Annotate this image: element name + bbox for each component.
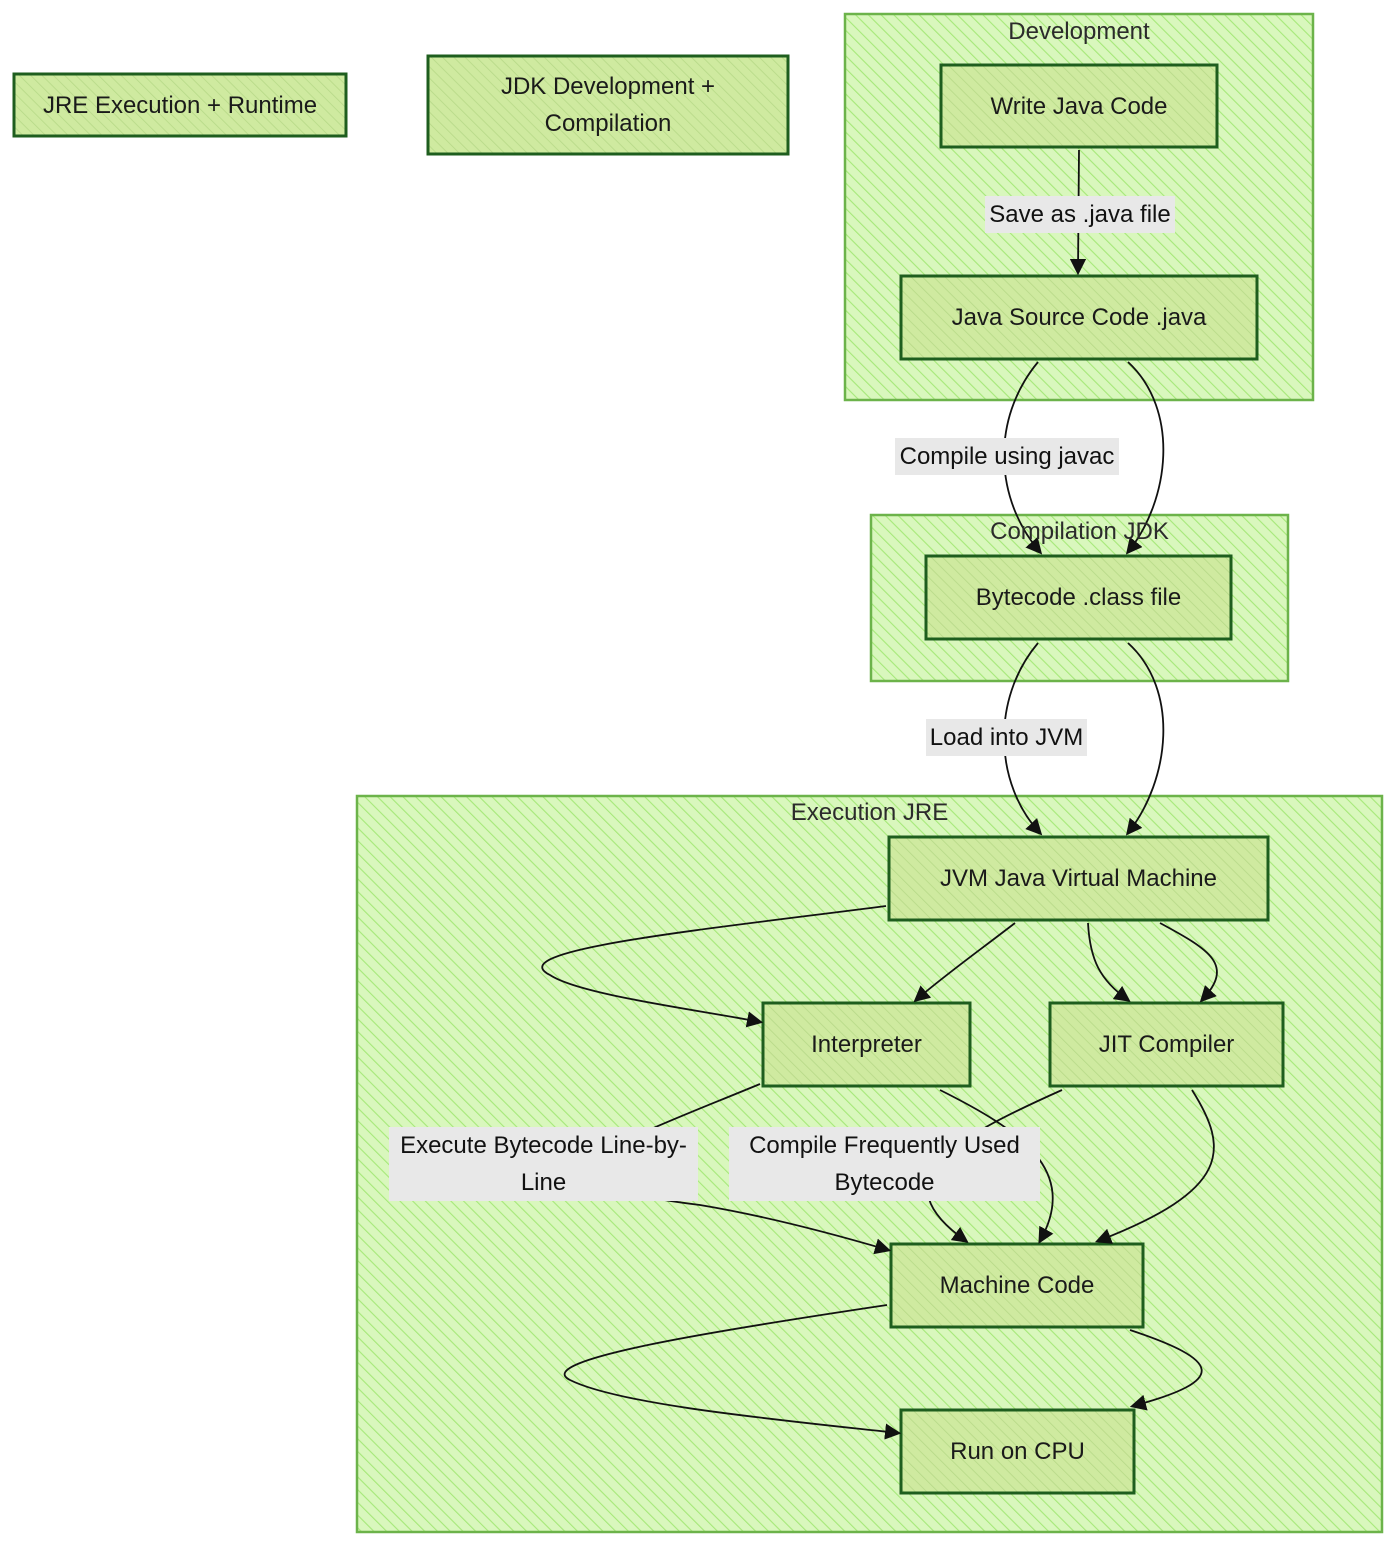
legend-jre: JRE Execution + Runtime <box>42 91 318 119</box>
node-jvm: JVM Java Virtual Machine <box>939 865 1217 892</box>
node-interpreter-box <box>761 1001 972 1088</box>
node-interpreter: Interpreter <box>811 1031 922 1058</box>
cluster-title-development: Development <box>1008 18 1150 45</box>
node-write-code-box <box>939 63 1219 149</box>
node-machine-code: Machine Code <box>939 1272 1095 1299</box>
node-source-code: Java Source Code .java <box>951 304 1207 331</box>
node-source-code-box <box>899 274 1259 361</box>
edge-label-compile: Compile using javac <box>895 438 1119 475</box>
edge-jvm-to-interpreter <box>913 922 1016 1003</box>
node-jit-compiler: JIT Compiler <box>1098 1031 1235 1058</box>
edge-jit-to-machine-2 <box>1094 1089 1215 1244</box>
node-cpu-box <box>899 1408 1136 1495</box>
node-bytecode-box <box>924 554 1233 641</box>
edge-machine-to-cpu <box>1129 1329 1203 1411</box>
edge-label-jit-compile: Compile Frequently Used Bytecode <box>729 1127 1040 1201</box>
edge-label-load: Load into JVM <box>926 719 1087 756</box>
legend-jdk: JDK Development + Compilation <box>500 73 716 137</box>
edge-machine-to-cpu-loop <box>563 1304 902 1440</box>
edge-jvm-to-interpreter-loop <box>541 905 887 1028</box>
edge-bytecode-to-jvm-2 <box>1125 642 1165 836</box>
node-jvm-box <box>887 835 1270 922</box>
edge-source-to-bytecode-2 <box>1125 361 1165 555</box>
edge-label-save: Save as .java file <box>985 196 1175 233</box>
edge-jvm-to-jit-2 <box>1159 922 1218 1003</box>
edge-jvm-to-jit-1 <box>1087 922 1131 1002</box>
node-write-code: Write Java Code <box>990 92 1168 120</box>
edge-label-execute: Execute Bytecode Line-by-Line <box>389 1127 698 1201</box>
legend-jre-box <box>12 72 348 138</box>
cluster-title-execution: Execution JRE <box>790 799 949 826</box>
node-bytecode: Bytecode .class file <box>975 584 1182 611</box>
node-run-on-cpu: Run on CPU <box>950 1438 1085 1465</box>
cluster-title-compilation: Compilation JDK <box>990 518 1169 545</box>
node-jit-box <box>1048 1001 1285 1088</box>
node-machine-code-box <box>889 1242 1145 1329</box>
legend-jdk-box <box>426 54 790 156</box>
